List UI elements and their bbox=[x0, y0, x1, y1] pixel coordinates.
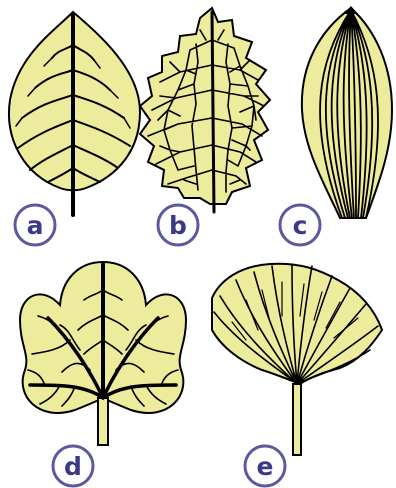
badge-a-label: a bbox=[27, 211, 44, 240]
badge-e: e bbox=[245, 446, 285, 486]
leaf-e-dichotomous bbox=[212, 264, 382, 455]
badge-b-label: b bbox=[169, 211, 187, 240]
leaf-b-reticulate bbox=[140, 8, 270, 212]
leaf-a-pinnate bbox=[9, 12, 140, 215]
badge-c-label: c bbox=[293, 211, 308, 240]
leaf-c-parallel bbox=[302, 6, 392, 218]
badge-d: d bbox=[53, 446, 93, 486]
badge-c: c bbox=[280, 205, 320, 245]
badge-d-label: d bbox=[64, 452, 82, 481]
badge-a: a bbox=[15, 205, 55, 245]
badge-b: b bbox=[158, 205, 198, 245]
leaf-d-palmate bbox=[20, 262, 186, 445]
badge-e-label: e bbox=[257, 452, 274, 481]
